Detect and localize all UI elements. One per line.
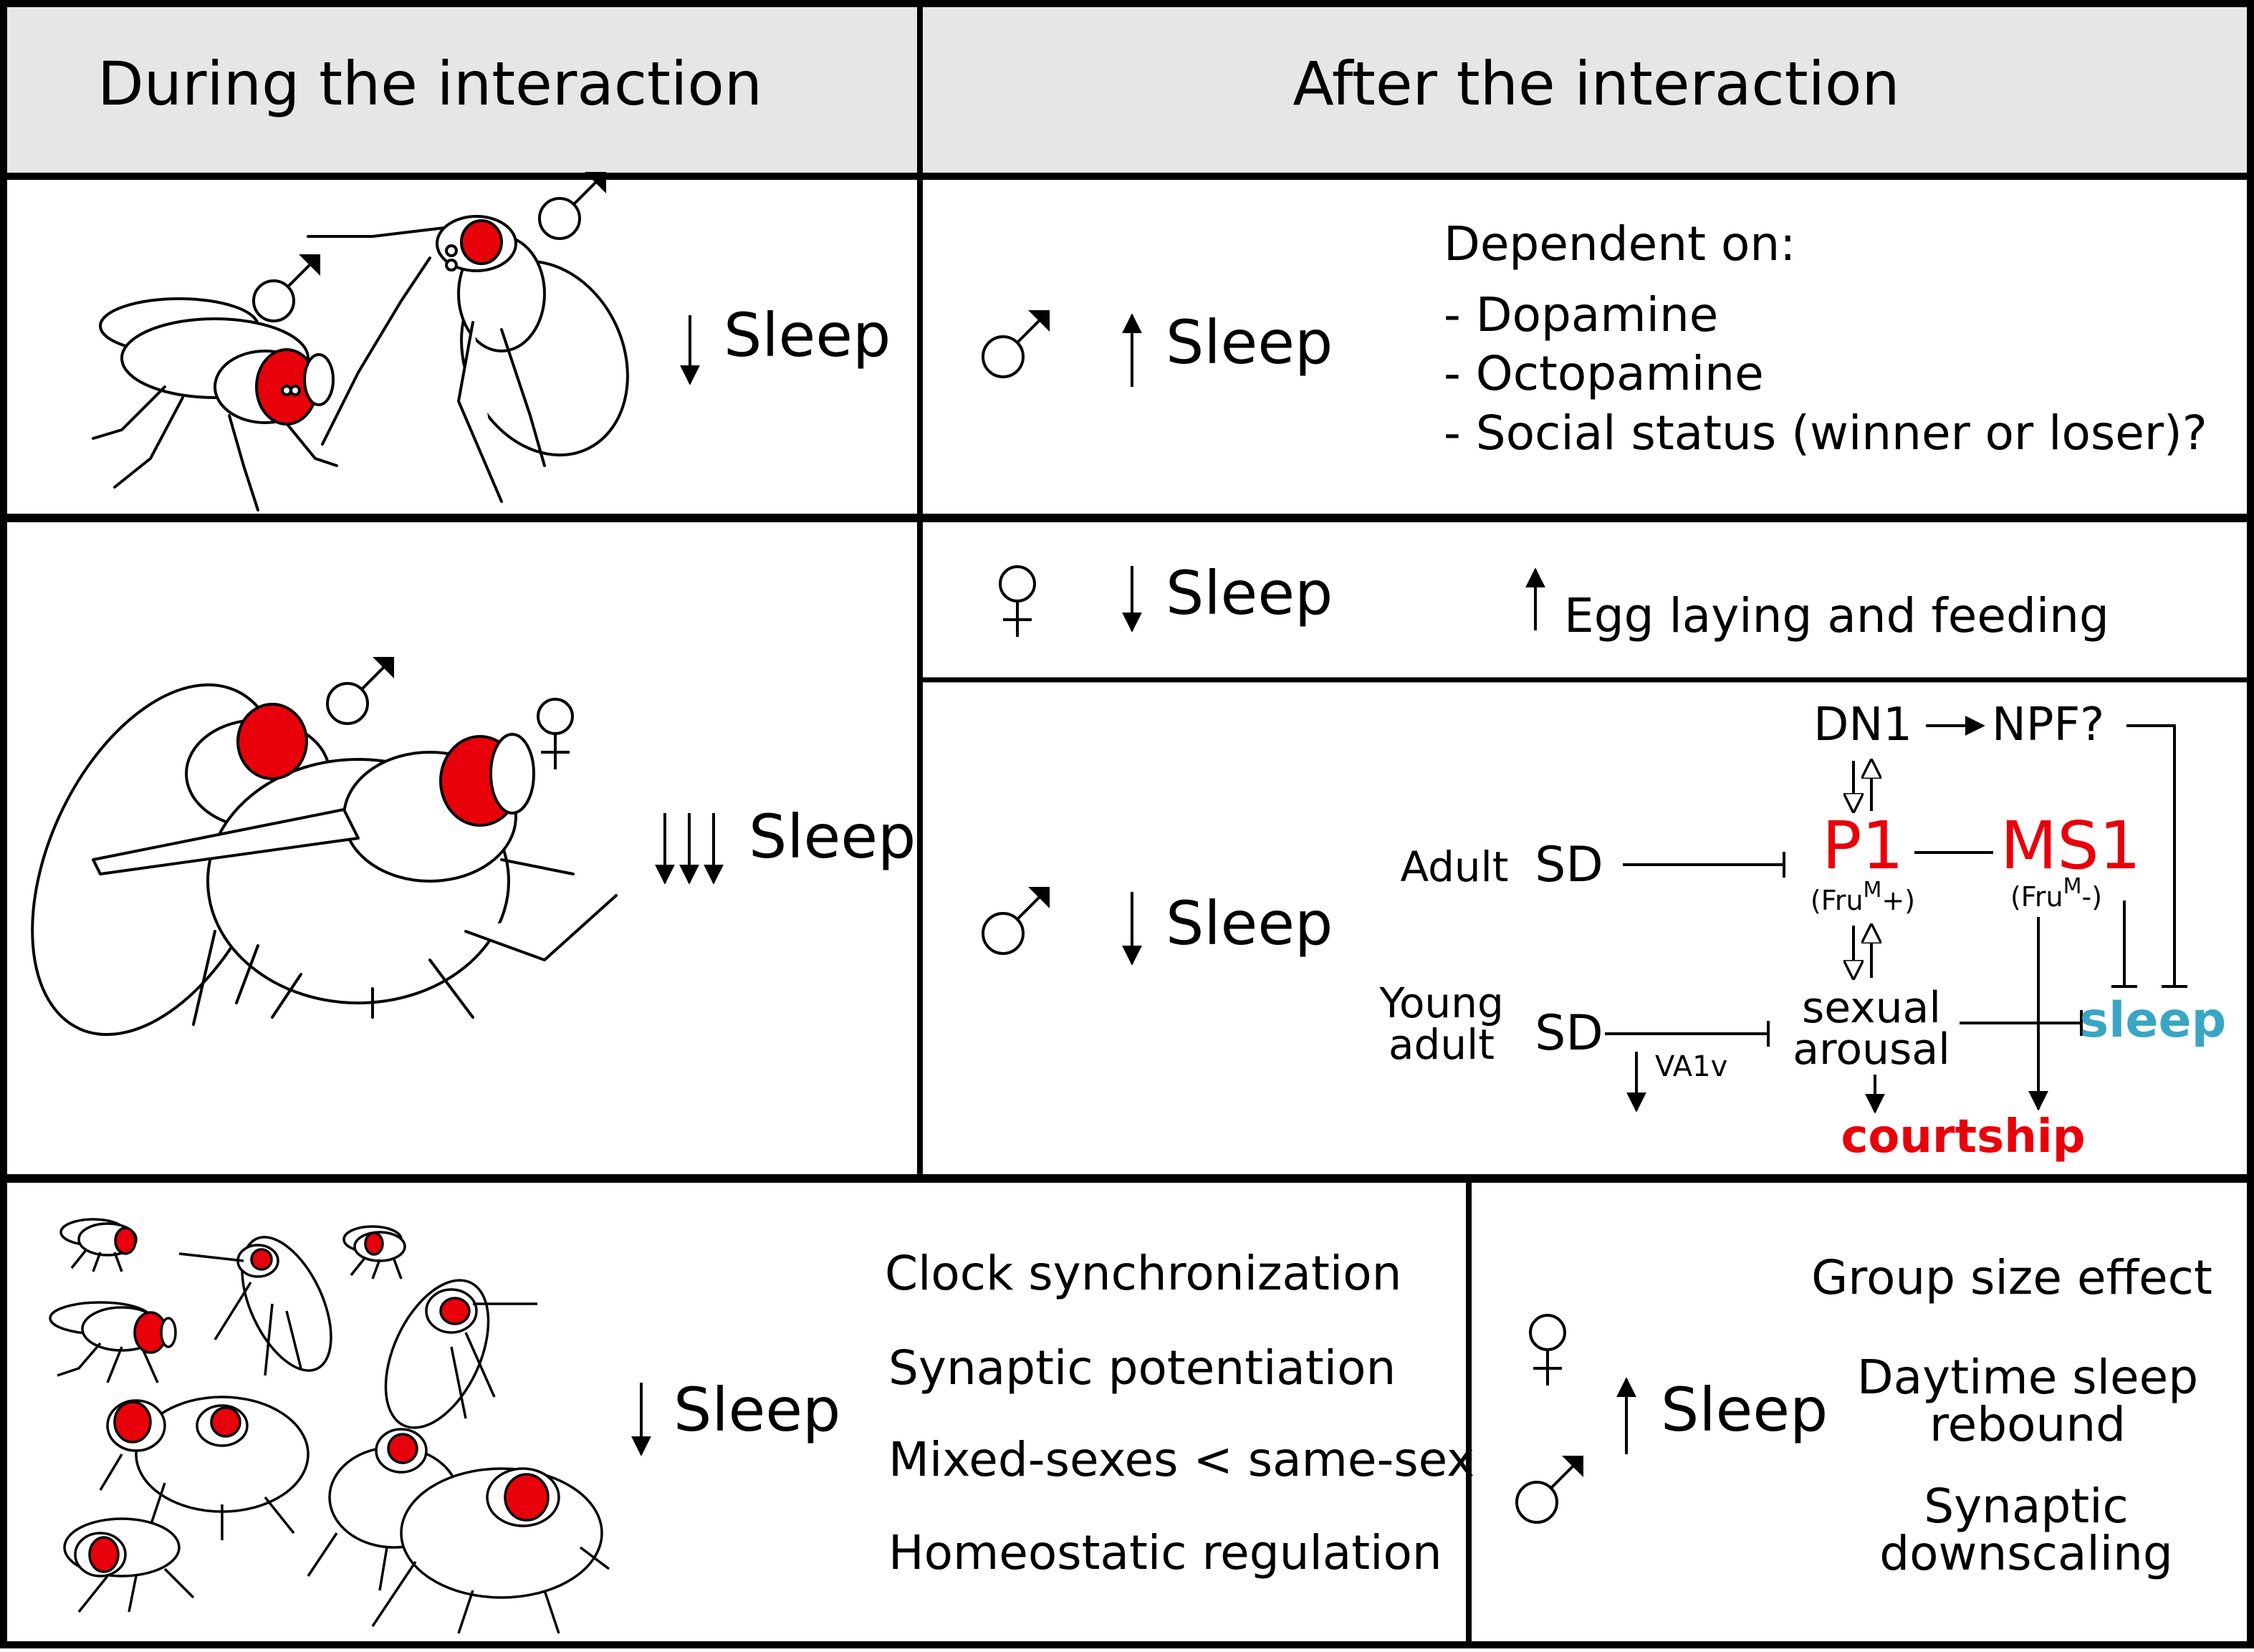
fly-group-illustration (49, 1218, 610, 1634)
mating-flies-illustration (31, 683, 618, 1037)
adult-label: Adult (1400, 842, 1508, 891)
header-bg-after (920, 6, 2248, 176)
va1v-label: VA1v (1655, 1050, 1727, 1083)
dependent-item: - Octopamine (1444, 346, 1764, 401)
sleep-label-r3-during: Sleep (673, 1375, 840, 1445)
circuit-diagram: DN1 NPF? P1 (FruM+) MS1 (FruM-) Adult SD… (1378, 698, 2226, 1163)
male-symbol-mating (326, 655, 395, 725)
egg-laying-feeding: Egg laying and feeding (1564, 588, 2109, 643)
dn1-label: DN1 (1813, 698, 1912, 751)
ms1-node: MS1 (2000, 807, 2141, 884)
sleep-label-r1-after: Sleep (1166, 307, 1333, 378)
male-symbol-r2b (982, 885, 1051, 955)
dependent-item: - Social status (winner or loser)? (1444, 405, 2207, 461)
dependent-item: - Dopamine (1444, 287, 1718, 342)
sleep-label-r2a: Sleep (1166, 558, 1333, 628)
triple-arrow-down-icon (655, 813, 724, 885)
male-symbol-fly-left (252, 253, 322, 322)
p1-node: P1 (1822, 807, 1904, 884)
dependent-title: Dependent on: (1444, 216, 1795, 272)
header-bg-during (6, 6, 920, 176)
during-item: Homeostatic regulation (888, 1525, 1442, 1580)
sd-young-label: SD (1535, 1005, 1603, 1062)
male-symbol-fly-right (538, 171, 608, 240)
sleep-label-r3-after: Sleep (1661, 1375, 1828, 1445)
sleep-label-r1-during: Sleep (724, 300, 891, 370)
npf-label: NPF? (1992, 698, 2104, 751)
female-symbol-r3 (1529, 1314, 1566, 1387)
female-symbol-mating (537, 698, 574, 771)
fighting-flies-illustration (92, 215, 629, 512)
p1-subscript: (FruM+) (1811, 878, 1915, 916)
header-after: After the interaction (1293, 49, 1899, 119)
during-item: Mixed-sexes < same-sex (888, 1432, 1474, 1487)
female-symbol-r2a (999, 565, 1036, 638)
courtship-node: courtship (1841, 1110, 2085, 1163)
sd-adult-label: SD (1535, 837, 1603, 893)
sleep-label-r2b: Sleep (1166, 888, 1333, 959)
group-size-effect: Group size effect (1811, 1250, 2212, 1305)
npf-sleep-inhibit (2126, 724, 2176, 986)
male-symbol-r3 (1515, 1454, 1585, 1524)
ms1-subscript: (FruM-) (2010, 874, 2102, 913)
during-item: Clock synchronization (885, 1246, 1401, 1301)
during-item: Synaptic potentiation (888, 1340, 1396, 1396)
header-during: During the interaction (97, 49, 762, 119)
male-symbol-r1-after (982, 309, 1051, 378)
sleep-label-r2-during: Sleep (749, 802, 916, 872)
sleep-output-node: sleep (2080, 992, 2227, 1049)
